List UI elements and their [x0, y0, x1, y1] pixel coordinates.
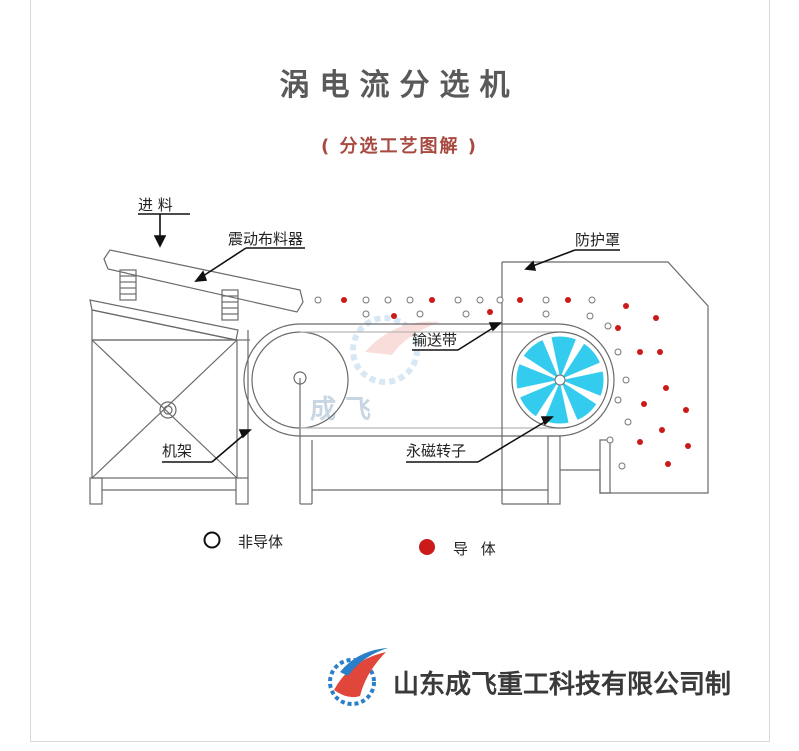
non-conductor-particle: [586, 312, 594, 320]
conductor-particle: [637, 439, 643, 445]
frame-label: 机架: [162, 442, 193, 460]
feeder-label-arrow: [194, 247, 305, 282]
conductor-particle: [487, 309, 493, 315]
non-conductor-particle: [614, 348, 622, 356]
non-conductor-particle: [406, 296, 414, 304]
non-conductor-particle: [462, 310, 470, 318]
conductor-particle: [637, 349, 643, 355]
conveyor-belt-label: 输送带: [412, 331, 458, 349]
frame-label-arrow: [162, 429, 252, 463]
conductor-particle: [429, 297, 435, 303]
rotor-blade: [558, 378, 598, 422]
company-name: 山东成飞重工科技有限公司制: [393, 670, 732, 700]
rotor-blade: [558, 342, 602, 382]
non-conductor-particle: [496, 296, 504, 304]
conductor-particle: [565, 297, 571, 303]
rotor-hub: [554, 374, 566, 386]
legend-conductor-label: 导 体: [453, 540, 500, 558]
conductor-particle: [665, 461, 671, 467]
conductor-particle: [623, 303, 629, 309]
legend-non-conductor-label: 非导体: [238, 533, 284, 551]
watermark-text: 成 飞: [310, 395, 371, 425]
conductor-particle: [663, 385, 669, 391]
feeder-base-plate: [89, 299, 239, 341]
magnetic-rotor-label: 永磁转子: [406, 442, 467, 460]
conductor-particle: [391, 313, 397, 319]
non-conductor-particle: [614, 396, 622, 404]
conductor-particle: [653, 315, 659, 321]
rotor-blade: [550, 335, 578, 382]
non-conductor-particle: [624, 418, 632, 426]
rotor-blade: [558, 370, 605, 398]
conductor-particle: [657, 349, 663, 355]
diagram-title: 涡电流分选机: [279, 68, 520, 103]
rotor-blade: [518, 378, 562, 418]
feed-arrow: [138, 213, 190, 248]
belt-label-arrow: [412, 322, 502, 351]
non-conductor-particle: [604, 322, 612, 330]
conductor-particle: [659, 427, 665, 433]
non-conductor-particle: [588, 296, 596, 304]
rotor-housing: [511, 331, 609, 429]
feeder-spring-left: [119, 269, 137, 301]
guard-label-arrow: [524, 249, 620, 271]
guard-label: 防护罩: [575, 231, 621, 249]
rotor-label-arrow: [406, 416, 554, 463]
particle-stream: [314, 296, 691, 470]
rotor-blade: [522, 338, 562, 382]
non-conductor-particle: [454, 296, 462, 304]
non-conductor-particle: [362, 310, 370, 318]
conductor-particle: [341, 297, 347, 303]
non-conductor-particle: [416, 310, 424, 318]
machine-frame: [89, 330, 250, 505]
conductor-particle: [641, 401, 647, 407]
non-conductor-particle: [542, 310, 550, 318]
legend-non-conductor-symbol: [203, 531, 221, 549]
vibrating-feeder-label: 震动布料器: [228, 230, 304, 248]
vibrating-feeder-tray: [103, 249, 304, 313]
diagram-subtitle: ( 分选工艺图解 ): [321, 136, 478, 157]
page-frame: [30, 0, 770, 742]
non-conductor-particle: [542, 296, 550, 304]
non-conductor-particle: [476, 296, 484, 304]
non-conductor-particle: [606, 436, 614, 444]
conductor-particle: [615, 325, 621, 331]
non-conductor-particle: [384, 296, 392, 304]
feeder-spring-right: [221, 289, 239, 321]
feed-label: 进 料: [138, 196, 173, 214]
conveyor-belt: [243, 323, 615, 505]
non-conductor-particle: [362, 296, 370, 304]
non-conductor-particle: [622, 376, 630, 384]
company-logo: [328, 648, 388, 706]
legend-conductor-symbol: [419, 539, 435, 555]
conductor-particle: [683, 407, 689, 413]
rotor-blade: [515, 362, 562, 390]
non-conductor-particle: [618, 462, 626, 470]
permanent-magnet-rotor: [515, 335, 605, 425]
non-conductor-particle: [314, 296, 322, 304]
conductor-particle: [517, 297, 523, 303]
conductor-particle: [685, 443, 691, 449]
